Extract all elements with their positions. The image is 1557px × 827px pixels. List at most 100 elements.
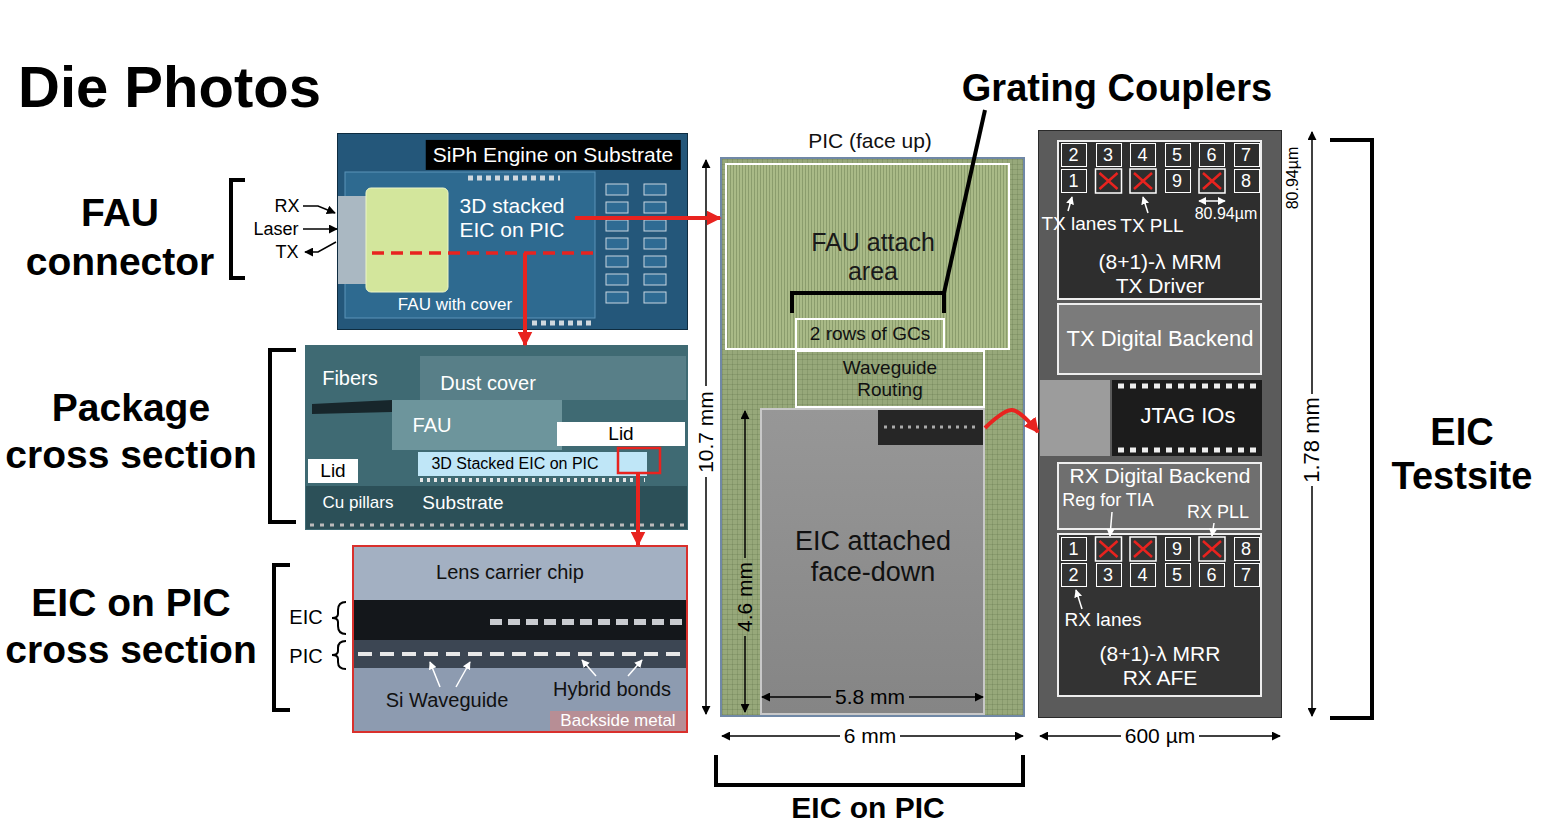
lane-cell: 4: [1130, 143, 1156, 167]
cross-mark: [1203, 541, 1221, 557]
die-region: [1040, 380, 1110, 456]
brace: [332, 641, 346, 669]
fau-body: [392, 400, 562, 450]
lane-cell: 6: [1199, 563, 1225, 587]
node-label: RX Digital Backend: [1070, 464, 1251, 488]
lane-number: 2: [1068, 564, 1078, 585]
lane-number: 5: [1172, 564, 1182, 585]
cu-pillars: [420, 478, 645, 482]
signal-name: Laser: [253, 219, 298, 240]
pad: [606, 238, 628, 249]
section-cut: [372, 251, 598, 255]
pointer-line: [523, 253, 527, 331]
dimension-line: [722, 735, 840, 737]
layer-name: EIC: [289, 606, 322, 629]
pad: [606, 292, 628, 303]
stacked-die: [418, 452, 647, 476]
callout-heading: Grating Couplers: [962, 67, 1272, 111]
lane-number: 1: [1068, 170, 1078, 191]
photo-tag: FAU with cover: [394, 291, 516, 318]
dimension: 10.7 mm: [694, 391, 718, 473]
lane-number: 1: [1068, 538, 1078, 559]
lane-cell: 1: [1061, 169, 1087, 193]
lane-cell: 5: [1165, 563, 1191, 587]
node-label: FAU with cover: [398, 295, 512, 315]
lane-cell: 2: [1061, 563, 1087, 587]
pad-row: [532, 321, 592, 326]
signal-arrow: [303, 206, 335, 213]
node-label: FAU attach area: [793, 228, 953, 286]
pad: [606, 184, 628, 195]
pad: [644, 202, 666, 213]
lane-cell: 6: [1199, 143, 1225, 167]
node-label: Waveguide Routing: [830, 357, 950, 401]
dimension: 600 µm: [1125, 724, 1195, 748]
node-label: (8+1)-λ MRR RX AFE: [1085, 642, 1235, 690]
dimension-line: [744, 636, 746, 712]
io-pads: [1118, 448, 1258, 453]
bracket: [274, 565, 290, 710]
part-name: TX PLL: [1120, 215, 1183, 237]
pad: [644, 292, 666, 303]
node-label: Substrate: [422, 492, 503, 514]
part-name: TX lanes: [1042, 213, 1117, 235]
section-heading: FAU connector: [13, 189, 228, 287]
bracket: [231, 180, 245, 278]
lane-cell: 4: [1130, 563, 1156, 587]
dimension: 5.8 mm: [835, 685, 905, 709]
node-label: Cu pillars: [323, 493, 394, 513]
lens-carrier: [354, 547, 686, 600]
connector-arrow: [575, 216, 720, 220]
node-label: FAU: [413, 414, 452, 437]
node-label: Lens carrier chip: [436, 561, 584, 584]
leader-line: [1068, 197, 1072, 211]
node-label: 3D stacked EIC on PIC: [452, 194, 572, 242]
lane-cell: 8: [1234, 537, 1260, 561]
node-label: JTAG IOs: [1141, 403, 1236, 428]
lane-cell: 3: [1096, 143, 1122, 167]
hybrid-bonds: [358, 652, 686, 656]
pad: [644, 220, 666, 231]
disabled-cell: [1130, 169, 1156, 193]
lane-number: 6: [1206, 564, 1216, 585]
pic-layer: [354, 640, 686, 668]
side-heading: EIC Testsite: [1382, 411, 1542, 498]
pad: [644, 238, 666, 249]
lane-number: 7: [1241, 144, 1251, 165]
pad: [606, 220, 628, 231]
io-pads: [1118, 384, 1258, 389]
cross-mark: [1203, 173, 1221, 189]
dimension-line: [705, 477, 707, 714]
lane-number: 3: [1103, 564, 1113, 585]
dimension: 4.6 mm: [733, 562, 757, 632]
node-label: TX Digital Backend: [1066, 326, 1253, 351]
section-heading: EIC on PIC: [791, 791, 944, 826]
dimension-line: [900, 735, 1023, 737]
dimension: 80.94µm: [1195, 205, 1258, 223]
cross-mark: [1100, 173, 1118, 189]
title: Die Photos: [18, 58, 321, 116]
cross-mark: [1134, 173, 1152, 189]
lid: [557, 422, 685, 446]
fiber: [312, 400, 392, 414]
section-heading: EIC on PIC cross section: [0, 580, 262, 674]
leader-line: [1076, 590, 1082, 609]
zoom-box: [618, 448, 660, 473]
part-name: RX lanes: [1064, 609, 1141, 631]
node-label: (8+1)-λ MRM TX Driver: [1085, 250, 1235, 298]
region-box: Waveguide Routing: [795, 350, 985, 408]
node-label: PIC (face up): [808, 129, 932, 153]
node-label: 2 rows of GCs: [810, 323, 930, 345]
signal-name: TX: [275, 242, 298, 263]
lane-number: 2: [1068, 144, 1078, 165]
connector-arrow: [985, 410, 1038, 432]
pad-row: [468, 176, 560, 181]
lane-cell: 7: [1234, 143, 1260, 167]
dimension-line: [1040, 735, 1121, 737]
region-box: EIC attached face-down: [760, 408, 985, 715]
lane-cell: 9: [1165, 537, 1191, 561]
lane-number: 4: [1137, 144, 1147, 165]
connector-arrow: [523, 330, 527, 345]
signal-arrow: [303, 228, 337, 230]
dimension-line: [1199, 200, 1225, 202]
